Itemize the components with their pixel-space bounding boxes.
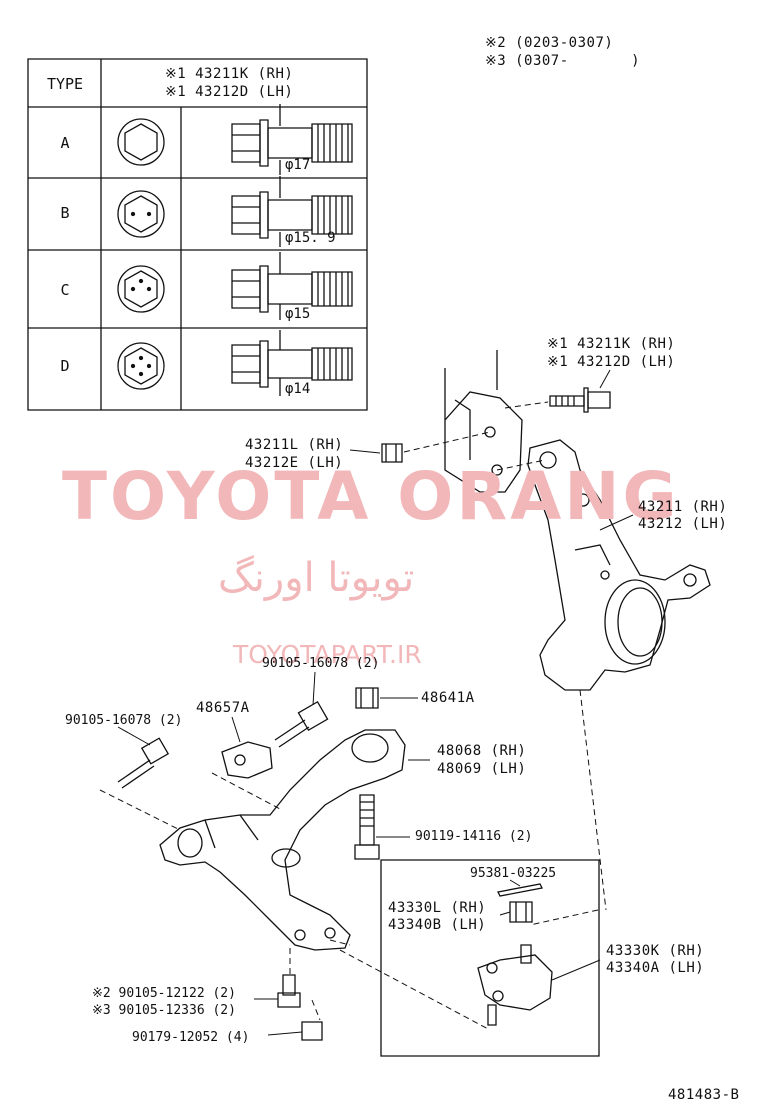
label-nut-rh: 43211L (RH) xyxy=(245,437,344,453)
label-bracket-48657a: 48657A xyxy=(196,700,250,716)
ball-joint-box xyxy=(381,860,599,1056)
table-dim-d: φ14 xyxy=(285,381,311,397)
knuckle-bolts xyxy=(278,975,300,1007)
lower-control-arm xyxy=(160,730,405,950)
bushing-bracket xyxy=(222,742,272,778)
table-header-type: TYPE xyxy=(46,75,84,93)
arm-bolt-vertical xyxy=(355,795,379,859)
strut-nut xyxy=(382,444,402,462)
label-bolt-rh: ※1 43211K (RH) xyxy=(547,336,676,352)
ball-joint xyxy=(478,945,552,1025)
bolt-side-view-a xyxy=(232,104,352,175)
castle-nut xyxy=(510,902,532,922)
label-ball-joint-rh: 43330K (RH) xyxy=(606,943,705,959)
label-bolt-note3: ※3 90105-12336 (2) xyxy=(92,1003,236,1018)
label-arm-lh: 48069 (LH) xyxy=(437,761,527,777)
note-2: ※2 (0203-0307) xyxy=(485,35,614,51)
arm-bolt-left xyxy=(118,738,168,788)
table-dim-c: φ15 xyxy=(285,306,311,322)
watermark-brand: TOYOTA ORANG xyxy=(62,458,680,535)
label-bolt-90105-16078-upper: 90105-16078 (2) xyxy=(262,656,380,671)
table-type-b: B xyxy=(60,204,70,222)
label-bolt-90119: 90119-14116 (2) xyxy=(415,829,533,844)
watermark-persian: تويوتا اورنگ xyxy=(218,555,415,601)
label-nut-90179: 90179-12052 (4) xyxy=(132,1030,250,1045)
assembly-dashed-lines xyxy=(100,402,606,1030)
bolt-side-view-d xyxy=(232,330,352,396)
table-type-a: A xyxy=(60,134,70,152)
arm-bolt-right xyxy=(275,702,328,747)
bolt-head-view-a xyxy=(118,119,164,165)
bolt-head-view-c xyxy=(118,266,164,312)
label-pin-95381: 95381-03225 xyxy=(470,866,557,881)
figure-number: 481483-B xyxy=(668,1087,740,1103)
bolt-type-table xyxy=(28,59,367,410)
label-nut-43340b: 43340B (LH) xyxy=(388,917,487,933)
bolt-head-view-d xyxy=(118,343,164,389)
bolt-head-view-b xyxy=(118,191,164,237)
label-nut-lh: 43212E (LH) xyxy=(245,455,344,471)
label-ball-joint-lh: 43340A (LH) xyxy=(606,960,705,976)
label-nut-43330l: 43330L (RH) xyxy=(388,900,487,916)
label-knuckle-rh: 43211 (RH) xyxy=(638,499,728,515)
lower-nuts xyxy=(302,1022,322,1040)
cotter-pin xyxy=(498,884,542,896)
label-nut-48641a: 48641A xyxy=(421,690,475,706)
bolt-side-view-c xyxy=(232,252,352,320)
note-3: ※3 (0307- ) xyxy=(485,53,641,69)
leader-lines xyxy=(118,370,633,1035)
label-bolt-90105-16078-lower: 90105-16078 (2) xyxy=(65,713,183,728)
watermark-url: TOYOTAPART.IR xyxy=(233,640,422,669)
label-bolt-note2: ※2 90105-12122 (2) xyxy=(92,986,236,1001)
label-bolt-lh: ※1 43212D (LH) xyxy=(547,354,676,370)
label-arm-rh: 48068 (RH) xyxy=(437,743,527,759)
table-type-d: D xyxy=(60,357,70,375)
strut-bolt xyxy=(550,388,610,412)
arm-nut-top xyxy=(356,688,378,708)
steering-knuckle xyxy=(528,440,710,690)
bolt-side-view-b xyxy=(232,176,352,247)
table-dim-a: φ17 xyxy=(285,157,311,173)
table-header-part-lh: ※1 43212D (LH) xyxy=(165,84,294,100)
table-type-c: C xyxy=(60,281,70,299)
table-dim-b: φ15. 9 xyxy=(285,230,336,246)
label-knuckle-lh: 43212 (LH) xyxy=(638,516,728,532)
table-header-part-rh: ※1 43211K (RH) xyxy=(165,66,294,82)
strut-outline xyxy=(445,350,522,492)
